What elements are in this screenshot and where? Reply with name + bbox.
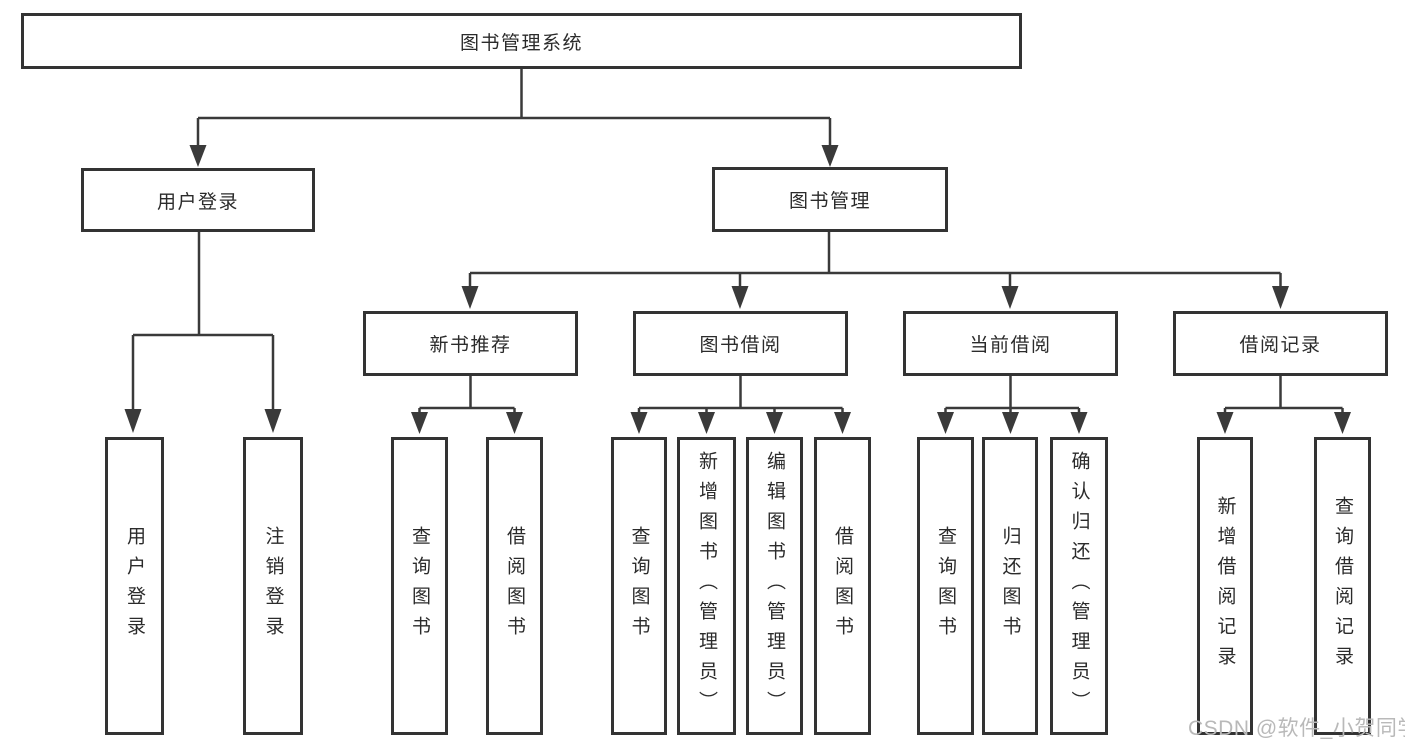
- leaf-add-borrow-record: 新增借阅记录: [1197, 437, 1253, 735]
- leaf-borrow-books: 借阅图书: [814, 437, 871, 735]
- leaf-query-borrow-record-label: 查询借阅记录: [1332, 496, 1353, 676]
- node-new-book-recommend: 新书推荐: [363, 311, 578, 376]
- connector-book-borrow-to-children: [630, 376, 851, 434]
- connector-new-book-rec-to-children: [411, 376, 523, 434]
- node-user-login: 用户登录: [81, 168, 315, 232]
- connector-book-mgmt-to-children: [461, 232, 1289, 309]
- leaf-query-borrow-record: 查询借阅记录: [1314, 437, 1371, 735]
- leaf-confirm-return-admin: 确认归还（管理员）: [1050, 437, 1108, 735]
- leaf-add-books-admin-label: 新增图书（管理员）: [696, 451, 717, 721]
- node-book-management-label: 图书管理: [788, 191, 871, 212]
- leaf-user-login-label: 用户登录: [124, 526, 145, 646]
- connector-borrow-record-to-children: [1216, 376, 1351, 434]
- leaf-borrow-books-recommend-label: 借阅图书: [504, 526, 525, 646]
- leaf-borrow-books-label: 借阅图书: [832, 526, 853, 646]
- csdn-watermark: CSDN @软件_小贺同学: [1188, 717, 1405, 740]
- node-borrow-record-label: 借阅记录: [1239, 335, 1322, 356]
- leaf-query-books-current: 查询图书: [917, 437, 974, 735]
- connector-current-borrow-to-children: [937, 376, 1088, 434]
- connector-user-login-to-children: [124, 232, 282, 433]
- node-book-borrow-label: 图书借阅: [699, 335, 782, 356]
- leaf-query-books-borrow-label: 查询图书: [628, 526, 650, 646]
- leaf-return-books-label: 归还图书: [999, 526, 1021, 646]
- node-book-borrow: 图书借阅: [633, 311, 848, 376]
- leaf-return-books: 归还图书: [982, 437, 1038, 735]
- node-borrow-record: 借阅记录: [1173, 311, 1388, 376]
- node-library-system-label: 图书管理系统: [459, 32, 583, 54]
- leaf-query-books-recommend: 查询图书: [391, 437, 448, 735]
- node-current-borrow: 当前借阅: [903, 311, 1118, 376]
- node-current-borrow-label: 当前借阅: [969, 335, 1052, 356]
- leaf-borrow-books-recommend: 借阅图书: [486, 437, 543, 735]
- leaf-add-borrow-record-label: 新增借阅记录: [1214, 496, 1236, 676]
- node-book-management: 图书管理: [712, 167, 948, 232]
- leaf-add-books-admin: 新增图书（管理员）: [677, 437, 736, 735]
- leaf-query-books-recommend-label: 查询图书: [409, 526, 430, 646]
- leaf-query-books-current-label: 查询图书: [935, 526, 956, 646]
- leaf-logout: 注销登录: [243, 437, 303, 735]
- leaf-edit-books-admin: 编辑图书（管理员）: [746, 437, 803, 735]
- leaf-edit-books-admin-label: 编辑图书（管理员）: [764, 451, 785, 721]
- leaf-user-login: 用户登录: [105, 437, 164, 735]
- node-new-book-recommend-label: 新书推荐: [429, 335, 512, 356]
- connector-root-to-level2: [189, 69, 839, 167]
- node-user-login-label: 用户登录: [156, 191, 239, 213]
- leaf-logout-label: 注销登录: [262, 526, 284, 646]
- leaf-confirm-return-admin-label: 确认归还（管理员）: [1068, 451, 1090, 721]
- node-library-system: 图书管理系统: [21, 13, 1022, 69]
- leaf-query-books-borrow: 查询图书: [611, 437, 667, 735]
